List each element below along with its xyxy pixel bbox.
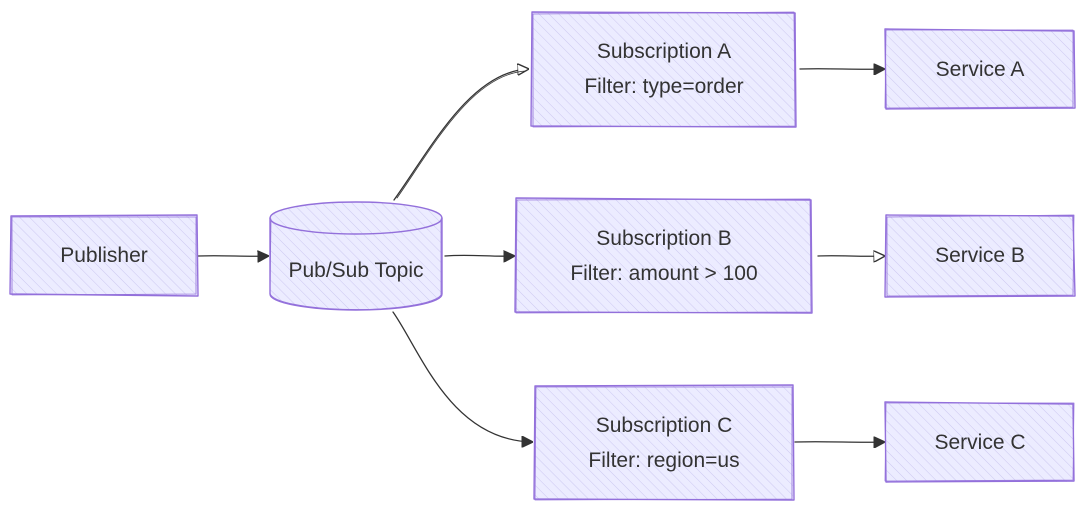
subscription-b-filter: Filter: amount > 100 <box>570 262 757 285</box>
edge-subscription-a-to-service-a <box>799 69 884 70</box>
subscription-b-title: Subscription B <box>596 227 731 250</box>
publisher-label: Publisher <box>60 244 148 267</box>
edge-topic-to-subscription-b <box>444 255 514 256</box>
edge-topic-to-subscription-c <box>392 311 532 442</box>
topic-node: Pub/Sub Topic <box>269 201 443 311</box>
topic-label: Pub/Sub Topic <box>288 259 423 282</box>
service-a-node: Service A <box>884 28 1076 110</box>
service-b-label: Service B <box>935 244 1025 267</box>
edge-topic-to-subscription-a <box>393 69 528 201</box>
edge-publisher-to-topic <box>197 256 268 257</box>
subscription-a-node: Subscription A Filter: type=order <box>530 11 797 128</box>
subscription-a-title: Subscription A <box>597 40 731 63</box>
service-c-node: Service C <box>884 401 1075 483</box>
edge-subscription-c-to-service-c <box>794 442 884 443</box>
publisher-node: Publisher <box>9 214 199 297</box>
subscription-a-filter: Filter: type=order <box>584 75 743 98</box>
edge-topic-to-subscription-a-sketch <box>396 70 527 199</box>
edge-subscription-b-to-service-b <box>817 256 884 257</box>
subscription-c-node: Subscription C Filter: region=us <box>533 384 795 501</box>
service-c-label: Service C <box>934 431 1025 454</box>
service-b-node: Service B <box>884 214 1076 298</box>
service-a-label: Service A <box>936 58 1025 81</box>
edges <box>197 69 884 443</box>
subscription-b-node: Subscription B Filter: amount > 100 <box>514 197 813 314</box>
subscription-c-title: Subscription C <box>596 414 733 437</box>
subscription-c-filter: Filter: region=us <box>588 449 739 472</box>
